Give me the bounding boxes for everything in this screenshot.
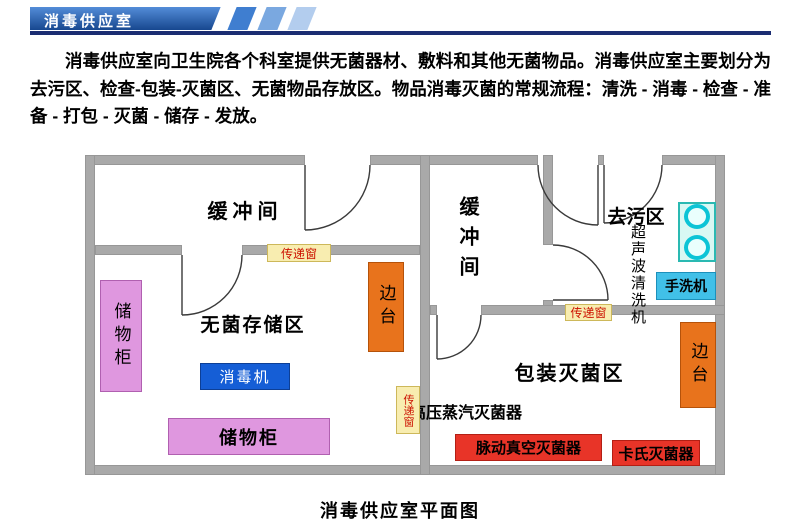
side-table-left: 边台 — [368, 262, 404, 352]
wall-segment — [85, 155, 95, 475]
wall-segment — [598, 155, 604, 165]
room-label-packing-sterilization: 包装灭菌区 — [514, 363, 625, 385]
header-rule — [30, 31, 771, 35]
ultrasonic-basin-icon — [684, 235, 710, 260]
wall-segment — [242, 245, 420, 255]
wall-segment — [95, 245, 182, 255]
banner-stripe — [227, 7, 257, 30]
wall-segment — [420, 155, 430, 475]
wall-segment — [543, 155, 553, 245]
banner-title: 消毒供应室 — [44, 13, 135, 30]
floorplan: 缓冲间 无菌存储区 缓冲间 去污区 包装灭菌区 储物柜 消毒机 储物柜 边台 传… — [0, 150, 800, 490]
banner-stripe — [257, 7, 287, 30]
door — [181, 254, 243, 316]
wall-segment — [85, 465, 725, 475]
door — [436, 314, 482, 360]
ultrasonic-cleaner-label: 超声波清洗机 — [629, 224, 646, 326]
intro-paragraph: 消毒供应室向卫生院各个科室提供无菌器材、敷料和其他无菌物品。消毒供应室主要划分为… — [30, 51, 771, 127]
storage-cabinet-bottom: 储物柜 — [168, 418, 330, 455]
transfer-window-center: 传递窗 — [396, 386, 420, 434]
wall-segment — [430, 305, 437, 315]
pulse-vacuum-sterilizer: 脉动真空灭菌器 — [455, 434, 602, 461]
transfer-window-left: 传递窗 — [267, 244, 331, 262]
hand-washer: 手洗机 — [656, 272, 716, 300]
room-label-buffer-left: 缓冲间 — [207, 201, 283, 223]
wall-segment — [370, 155, 538, 165]
header-banner: 消毒供应室 — [30, 7, 350, 30]
disinfector-machine: 消毒机 — [200, 363, 290, 390]
cassette-sterilizer: 卡氏灭菌器 — [612, 440, 700, 466]
banner-stripe — [287, 7, 317, 30]
wall-segment — [85, 155, 305, 165]
ultrasonic-cleaner-unit — [678, 202, 716, 262]
autoclave-label: 高压蒸汽灭菌器 — [410, 405, 523, 422]
storage-cabinet-left: 储物柜 — [100, 280, 142, 392]
ultrasonic-basin-icon — [684, 204, 710, 229]
wall-segment — [662, 155, 725, 165]
transfer-window-right: 传递窗 — [565, 304, 612, 321]
banner-background — [30, 7, 202, 30]
wall-segment — [715, 155, 725, 475]
room-label-sterile-storage: 无菌存储区 — [200, 315, 306, 336]
side-table-right: 边台 — [680, 322, 716, 408]
floorplan-caption: 消毒供应室平面图 — [320, 501, 480, 521]
room-label-buffer-middle: 缓冲间 — [456, 196, 478, 286]
door — [552, 244, 609, 301]
